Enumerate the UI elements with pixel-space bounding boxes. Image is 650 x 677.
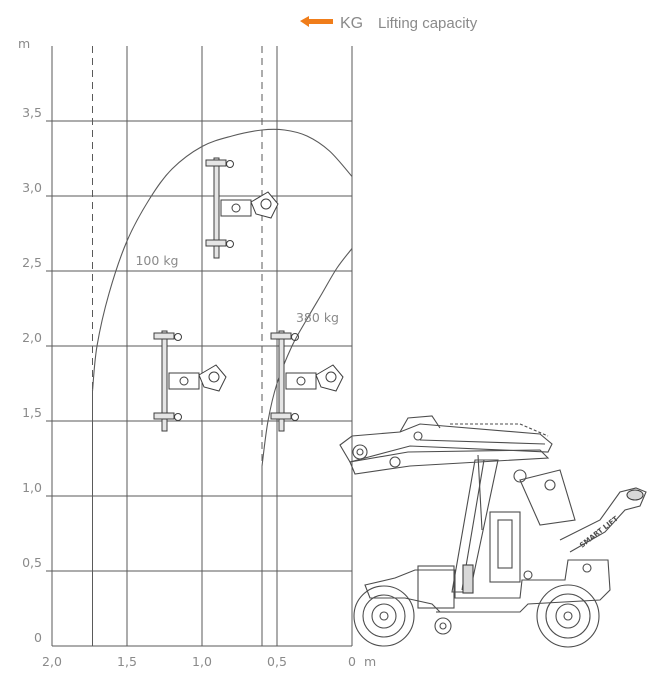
capacity-curve: [91, 128, 353, 392]
suction-cup: [205, 239, 227, 247]
bracket-pin: [208, 371, 220, 383]
suction-cup: [205, 159, 227, 167]
y-tick-label: 1,5: [22, 405, 42, 420]
x-tick-label: 1,5: [117, 654, 137, 669]
x-tick-label: 0,5: [267, 654, 287, 669]
x-tick-label: 0: [348, 654, 356, 669]
capacity-curve: [261, 248, 353, 467]
suction-knob: [291, 333, 299, 341]
legend-label: Lifting capacity: [378, 15, 478, 32]
y-tick-label: 1,0: [22, 480, 42, 495]
front-wheel: [353, 585, 415, 647]
suction-cup: [270, 332, 292, 340]
head-mount: [168, 372, 200, 390]
vacuum-head: [153, 330, 227, 432]
capacity-curves: [91, 128, 353, 646]
y-tick-label: 0,5: [22, 555, 42, 570]
suction-knob: [226, 160, 234, 168]
suction-knob: [226, 240, 234, 248]
y-tick-label: 2,5: [22, 255, 42, 270]
x-tick-label: 2,0: [42, 654, 62, 669]
vacuum-head: [205, 157, 279, 259]
mast: [451, 454, 499, 594]
suction-knob: [174, 333, 182, 341]
suction-bar: [278, 330, 285, 432]
head-bracket: [198, 364, 227, 392]
x-unit-label: m: [364, 654, 376, 669]
suction-cup: [153, 412, 175, 420]
rear-wheel: [536, 584, 600, 648]
arrow-left-icon: [300, 16, 333, 27]
head-mount: [285, 372, 317, 390]
curve-labels: 100 kg 380 kg: [135, 253, 339, 325]
curve-label: 380 kg: [296, 310, 339, 325]
vacuum-head: [270, 330, 344, 432]
suction-bar: [213, 157, 220, 259]
head-bracket: [315, 364, 344, 392]
mount-pin: [179, 376, 189, 386]
reference-dashed-lines: [52, 46, 352, 646]
legend-unit: KG: [340, 15, 363, 32]
x-tick-label: 1,0: [192, 654, 212, 669]
suction-knob: [291, 413, 299, 421]
suction-cup: [153, 332, 175, 340]
head-mount: [220, 199, 252, 217]
machine-body: SMART LIFT: [364, 469, 647, 613]
y-tick-label: 0: [34, 630, 42, 645]
curve-label: 100 kg: [135, 253, 178, 268]
suction-knob: [174, 413, 182, 421]
head-bracket: [250, 191, 279, 219]
mini-crane-illustration: SMART LIFT: [339, 415, 647, 648]
bracket-pin: [325, 371, 337, 383]
support-foot: [434, 611, 452, 635]
suction-cup: [270, 412, 292, 420]
mount-pin: [231, 203, 241, 213]
bracket-pin: [260, 198, 272, 210]
boom: [339, 415, 553, 483]
legend: KG Lifting capacity: [300, 15, 478, 32]
y-tick-label: 2,0: [22, 330, 42, 345]
y-tick-label: 3,0: [22, 180, 42, 195]
mount-pin: [296, 376, 306, 386]
y-tick-label: 3,5: [22, 105, 42, 120]
vacuum-heads: [153, 157, 344, 432]
suction-bar: [161, 330, 168, 432]
y-unit-label: m: [18, 36, 30, 51]
